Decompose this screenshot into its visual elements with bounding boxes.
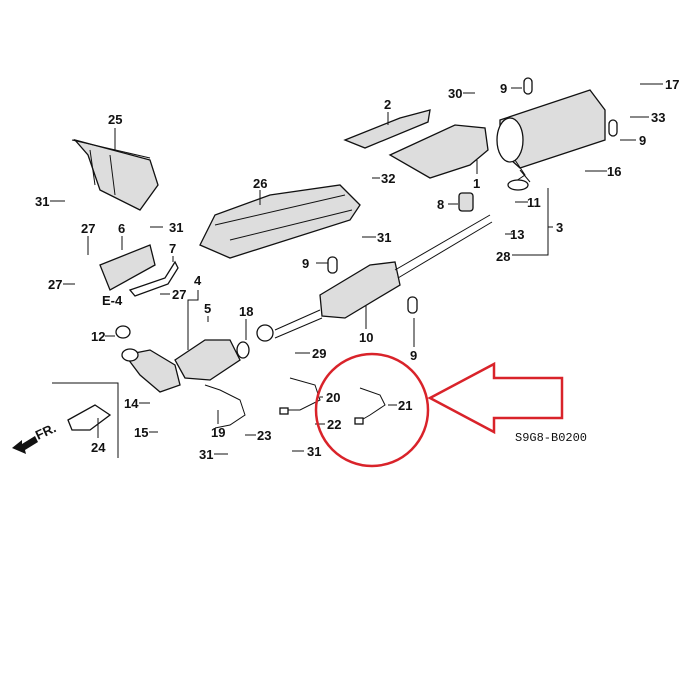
heat-shield-26 bbox=[199, 184, 361, 259]
diagram-code: S9G8-B0200 bbox=[515, 431, 587, 445]
front-indicator-label: FR. bbox=[33, 420, 58, 442]
label-27: 27 bbox=[48, 277, 62, 292]
label-28: 28 bbox=[496, 249, 510, 264]
label-10: 10 bbox=[359, 330, 373, 345]
label-31: 31 bbox=[35, 194, 49, 209]
hangers bbox=[327, 77, 618, 314]
highlight-arrow-icon bbox=[427, 361, 564, 435]
label-12: 12 bbox=[91, 329, 105, 344]
label-9: 9 bbox=[639, 133, 646, 148]
label-20: 20 bbox=[326, 390, 340, 405]
gasket-12 bbox=[115, 325, 131, 339]
label-16: 16 bbox=[607, 164, 621, 179]
label-22: 22 bbox=[327, 417, 341, 432]
label-30: 30 bbox=[448, 86, 462, 101]
catalytic-converter-4 bbox=[121, 339, 250, 393]
label-32: 32 bbox=[381, 171, 395, 186]
label-13: 13 bbox=[510, 227, 524, 242]
label-27: 27 bbox=[81, 221, 95, 236]
highlight-circle bbox=[314, 352, 430, 468]
heat-shield-25 bbox=[71, 138, 159, 211]
part-labels: 25 31 31 27 6 7 27 27 E-4 12 4 5 18 26 9… bbox=[35, 77, 679, 462]
label-31: 31 bbox=[199, 447, 213, 462]
label-31: 31 bbox=[377, 230, 391, 245]
label-31: 31 bbox=[169, 220, 183, 235]
heat-shield-2 bbox=[343, 109, 431, 149]
label-33: 33 bbox=[651, 110, 665, 125]
label-29: 29 bbox=[312, 346, 326, 361]
label-24: 24 bbox=[91, 440, 106, 455]
label-19: 19 bbox=[211, 425, 225, 440]
label-2: 2 bbox=[384, 97, 391, 112]
label-9: 9 bbox=[302, 256, 309, 271]
label-15: 15 bbox=[134, 425, 148, 440]
label-6: 6 bbox=[118, 221, 125, 236]
label-25: 25 bbox=[108, 112, 122, 127]
front-arrow: FR. bbox=[12, 420, 58, 454]
bracket-7 bbox=[128, 260, 179, 297]
label-3: 3 bbox=[556, 220, 563, 235]
heat-shield-6 bbox=[99, 244, 156, 291]
label-14: 14 bbox=[124, 396, 139, 411]
label-7: 7 bbox=[169, 241, 176, 256]
label-8: 8 bbox=[437, 197, 444, 212]
label-27: 27 bbox=[172, 287, 186, 302]
label-31: 31 bbox=[307, 444, 321, 459]
label-21: 21 bbox=[398, 398, 412, 413]
label-17: 17 bbox=[665, 77, 679, 92]
label-4: 4 bbox=[194, 273, 202, 288]
bracket-24 bbox=[52, 382, 119, 458]
label-18: 18 bbox=[239, 304, 253, 319]
label-23: 23 bbox=[257, 428, 271, 443]
muffler-3 bbox=[496, 89, 606, 191]
label-11: 11 bbox=[527, 195, 541, 210]
label-9: 9 bbox=[500, 81, 507, 96]
exhaust-pipe-10 bbox=[256, 214, 493, 342]
label-26: 26 bbox=[253, 176, 267, 191]
label-e4: E-4 bbox=[102, 293, 123, 308]
label-5: 5 bbox=[204, 301, 211, 316]
heat-shield-1 bbox=[388, 124, 489, 179]
label-1: 1 bbox=[473, 176, 480, 191]
label-9: 9 bbox=[410, 348, 417, 363]
o2-sensors bbox=[204, 377, 386, 429]
